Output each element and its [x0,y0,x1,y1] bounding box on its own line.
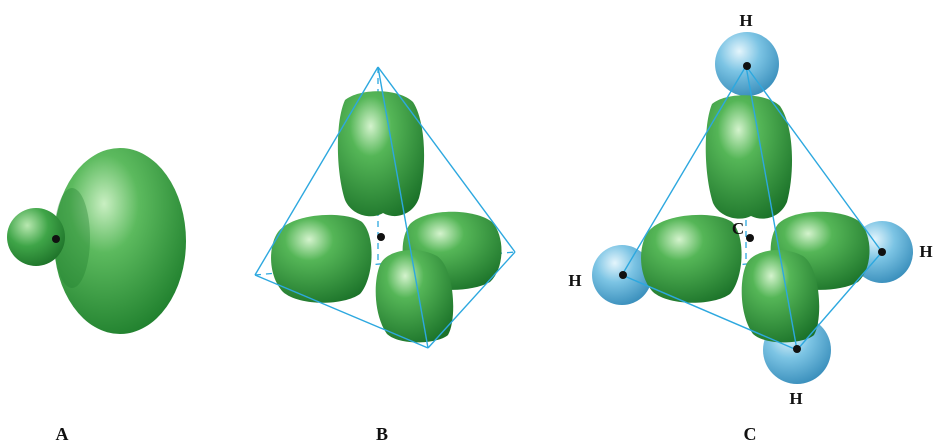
orbital-lobe-bottom [376,250,454,342]
hydrogen-nucleus-dot [793,345,801,353]
orbital-lobe-left [271,215,372,303]
panel-label-b: B [376,424,388,444]
methane-molecule [592,32,913,384]
orbital-lobe-top [338,91,424,216]
hydrogen-nucleus-dot [878,248,886,256]
panel-label-a: A [56,424,69,444]
hydrogen-nucleus-dot [619,271,627,279]
orbital-lobe-top [706,95,792,218]
atom-label-hydrogen-right: H [919,242,932,261]
hydrogen-nucleus-dot [743,62,751,70]
nucleus-dot [377,233,385,241]
atom-label-hydrogen-left: H [568,271,581,290]
panel-label-c: C [744,424,757,444]
orbital-lobe-bottom [742,250,820,342]
atom-label-hydrogen-top: H [739,11,752,30]
tetrahedral-orbitals [255,67,515,348]
sp3-orbital-single [7,148,186,334]
nucleus-dot [52,235,60,243]
atom-label-carbon: C [732,219,744,238]
atom-label-hydrogen-bottom: H [789,389,802,408]
carbon-nucleus-dot [746,234,754,242]
